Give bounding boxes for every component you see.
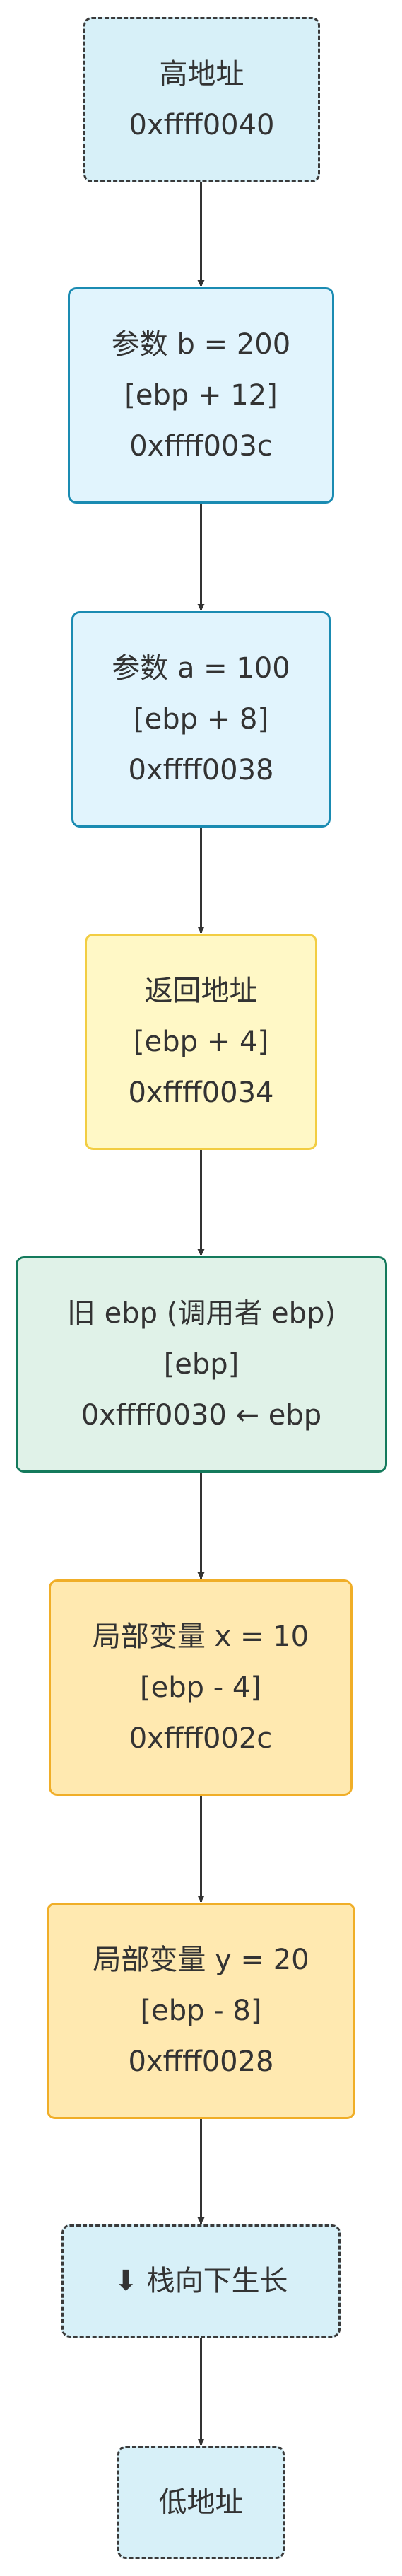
node-param-b: 参数 b = 200 [ebp + 12] 0xffff003c [68,287,334,504]
node-old-ebp: 旧 ebp (调用者 ebp) [ebp] 0xffff0030 ← ebp [16,1256,387,1473]
node-param-b-line-2: [ebp + 12] [124,379,278,412]
node-local-y-line-2: [ebp - 8] [140,1995,262,2027]
node-local-y-line-1: 局部变量 y = 20 [93,1944,309,1976]
node-local-y: 局部变量 y = 20 [ebp - 8] 0xffff0028 [47,1903,355,2119]
node-param-b-line-1: 参数 b = 200 [111,328,291,361]
node-stack-grows-down-line-1: ⬇ 栈向下生长 [114,2265,288,2297]
node-local-x: 局部变量 x = 10 [ebp - 4] 0xffff002c [49,1579,353,1796]
node-low-address-line-1: 低地址 [158,2486,244,2519]
node-local-x-line-2: [ebp - 4] [140,1671,261,1704]
node-old-ebp-line-2: [ebp] [163,1348,240,1381]
node-return-address-line-3: 0xffff0034 [128,1077,274,1109]
node-return-address: 返回地址 [ebp + 4] 0xffff0034 [85,934,317,1150]
node-old-ebp-line-3: 0xffff0030 ← ebp [81,1399,322,1432]
node-low-address: 低地址 [117,2446,285,2559]
node-high-address-line-1: 高地址 [159,58,244,91]
node-return-address-line-1: 返回地址 [144,975,258,1007]
node-param-a-line-3: 0xffff0038 [128,754,274,787]
node-param-a-line-2: [ebp + 8] [134,703,268,736]
node-stack-grows-down: ⬇ 栈向下生长 [61,2224,341,2338]
node-return-address-line-2: [ebp + 4] [134,1026,268,1058]
node-param-b-line-3: 0xffff003c [129,430,273,463]
node-old-ebp-line-1: 旧 ebp (调用者 ebp) [66,1297,336,1330]
node-param-a-line-1: 参数 a = 100 [112,652,290,685]
node-local-x-line-3: 0xffff002c [129,1722,273,1755]
node-local-y-line-3: 0xffff0028 [128,2046,274,2078]
node-param-a: 参数 a = 100 [ebp + 8] 0xffff0038 [71,611,331,828]
node-local-x-line-1: 局部变量 x = 10 [92,1620,309,1653]
node-high-address-line-2: 0xffff0040 [129,109,275,141]
node-high-address: 高地址 0xffff0040 [83,17,320,182]
